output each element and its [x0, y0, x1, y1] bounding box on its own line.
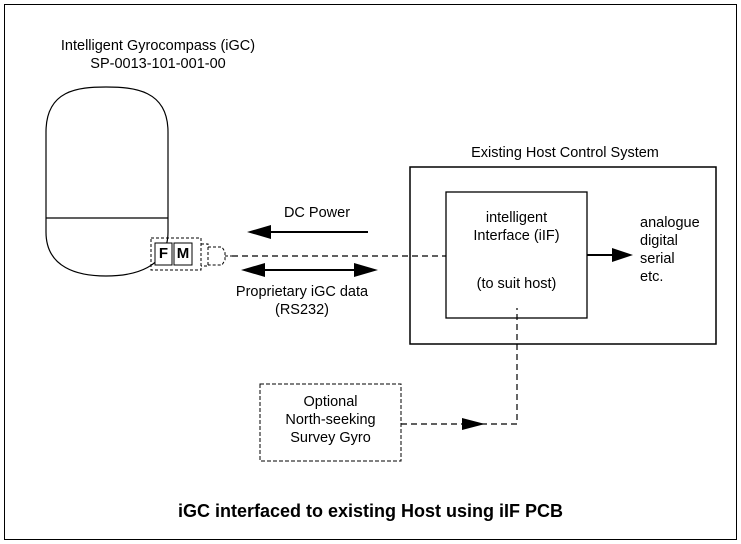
iif-line2: Interface (iIF)	[473, 228, 560, 244]
diagram-caption: iGC interfaced to existing Host using iI…	[177, 501, 564, 521]
diagram-frame	[4, 4, 737, 540]
optional-link	[401, 308, 518, 430]
gyro-part-number: SP-0013-101-001-00	[90, 56, 226, 72]
data-label-line1: Proprietary iGC data	[235, 284, 369, 300]
iif-line1: intelligent	[485, 210, 548, 226]
connector-f-label: F	[158, 245, 169, 262]
connector-block	[150, 237, 232, 271]
output-etc: etc.	[640, 269, 664, 285]
output-analogue: analogue	[640, 215, 700, 231]
output-digital: digital	[640, 233, 678, 249]
gyro-title: Intelligent Gyrocompass (iGC)	[60, 38, 256, 54]
data-label-line2: (RS232)	[275, 302, 329, 318]
optional-line2: North-seeking	[285, 412, 376, 428]
host-system-box	[409, 166, 717, 345]
optional-line3: Survey Gyro	[290, 430, 371, 446]
connector-m-label: M	[176, 245, 190, 262]
host-system-title: Existing Host Control System	[471, 145, 659, 161]
optional-line1: Optional	[303, 394, 358, 410]
dc-power-label: DC Power	[283, 205, 351, 221]
output-serial: serial	[640, 251, 675, 267]
output-arrow	[587, 248, 633, 262]
gyrocompass-body	[45, 86, 169, 277]
dc-power-arrow	[247, 225, 368, 239]
optional-gyro-box	[259, 383, 402, 462]
iif-line3: (to suit host)	[476, 276, 557, 292]
data-double-arrow	[241, 263, 378, 277]
